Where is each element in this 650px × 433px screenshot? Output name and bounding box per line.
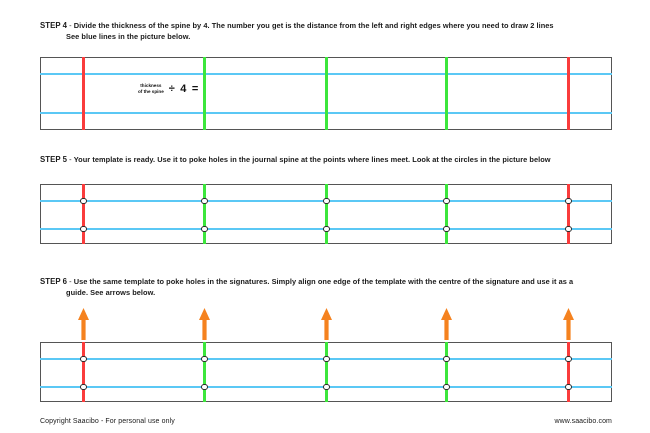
up-arrow-icon	[198, 308, 210, 340]
footer-copyright: Copyright Saacibo - For personal use onl…	[40, 418, 175, 425]
step-5-instruction: STEP 5 - Your template is ready. Use it …	[40, 155, 620, 166]
hole-marker	[443, 356, 450, 363]
vertical-line-red	[82, 184, 85, 244]
step-4-instruction: STEP 4 - Divide the thickness of the spi…	[40, 21, 620, 42]
hole-marker	[323, 356, 330, 363]
hole-marker	[323, 226, 330, 233]
step-6-dash: -	[67, 277, 74, 286]
hole-marker	[80, 226, 87, 233]
vertical-line-green	[203, 57, 206, 130]
hole-marker	[443, 198, 450, 205]
vertical-line-green	[325, 342, 328, 402]
step-5-dash: -	[67, 155, 74, 164]
vertical-line-red	[82, 57, 85, 130]
hole-marker	[565, 198, 572, 205]
vertical-line-green	[203, 342, 206, 402]
diagram-spine-template: thickness of the spine ÷ 4 =	[40, 57, 612, 130]
hole-marker	[323, 198, 330, 205]
formula-operation: ÷ 4 =	[168, 83, 200, 95]
formula-fraction: thickness of the spine	[138, 83, 164, 94]
step-5-text: Your template is ready. Use it to poke h…	[73, 155, 551, 164]
vertical-line-red	[82, 342, 85, 402]
hole-marker	[443, 384, 450, 391]
hole-marker	[201, 226, 208, 233]
diagram-poke-holes-signatures	[40, 307, 612, 402]
up-arrow-icon	[320, 308, 332, 340]
hole-marker	[80, 198, 87, 205]
step-5-label: STEP 5	[40, 155, 68, 164]
hole-marker	[201, 356, 208, 363]
vertical-line-green	[203, 184, 206, 244]
hole-marker	[565, 356, 572, 363]
step-4-label: STEP 4	[40, 21, 68, 30]
step-4-text-line2: See blue lines in the picture below.	[66, 31, 191, 41]
hole-marker	[80, 356, 87, 363]
step-4-text: Divide the thickness of the spine by 4. …	[73, 21, 554, 30]
diagram-poke-holes-spine	[40, 184, 612, 244]
vertical-line-green	[445, 57, 448, 130]
vertical-line-red	[567, 57, 570, 130]
vertical-line-red	[567, 184, 570, 244]
vertical-line-red	[567, 342, 570, 402]
step-6-text-line2: guide. See arrows below.	[66, 287, 156, 297]
vertical-line-green	[445, 184, 448, 244]
step-6-text: Use the same template to poke holes in t…	[73, 277, 574, 286]
formula-numerator: thickness	[140, 83, 162, 89]
formula-denominator: of the spine	[138, 89, 164, 94]
up-arrow-icon	[440, 308, 452, 340]
hole-marker	[323, 384, 330, 391]
hole-marker	[201, 384, 208, 391]
hole-marker	[565, 226, 572, 233]
hole-marker	[565, 384, 572, 391]
hole-marker	[443, 226, 450, 233]
step-6-instruction: STEP 6 - Use the same template to poke h…	[40, 277, 620, 298]
footer-url[interactable]: www.saacibo.com	[554, 418, 612, 425]
up-arrow-icon	[77, 308, 89, 340]
step-6-label: STEP 6	[40, 277, 68, 286]
vertical-line-green	[325, 57, 328, 130]
vertical-line-green	[325, 184, 328, 244]
hole-marker	[80, 384, 87, 391]
up-arrow-icon	[562, 308, 574, 340]
vertical-line-green	[445, 342, 448, 402]
hole-marker	[201, 198, 208, 205]
step-4-dash: -	[67, 21, 74, 30]
spine-division-formula: thickness of the spine ÷ 4 =	[138, 83, 199, 95]
